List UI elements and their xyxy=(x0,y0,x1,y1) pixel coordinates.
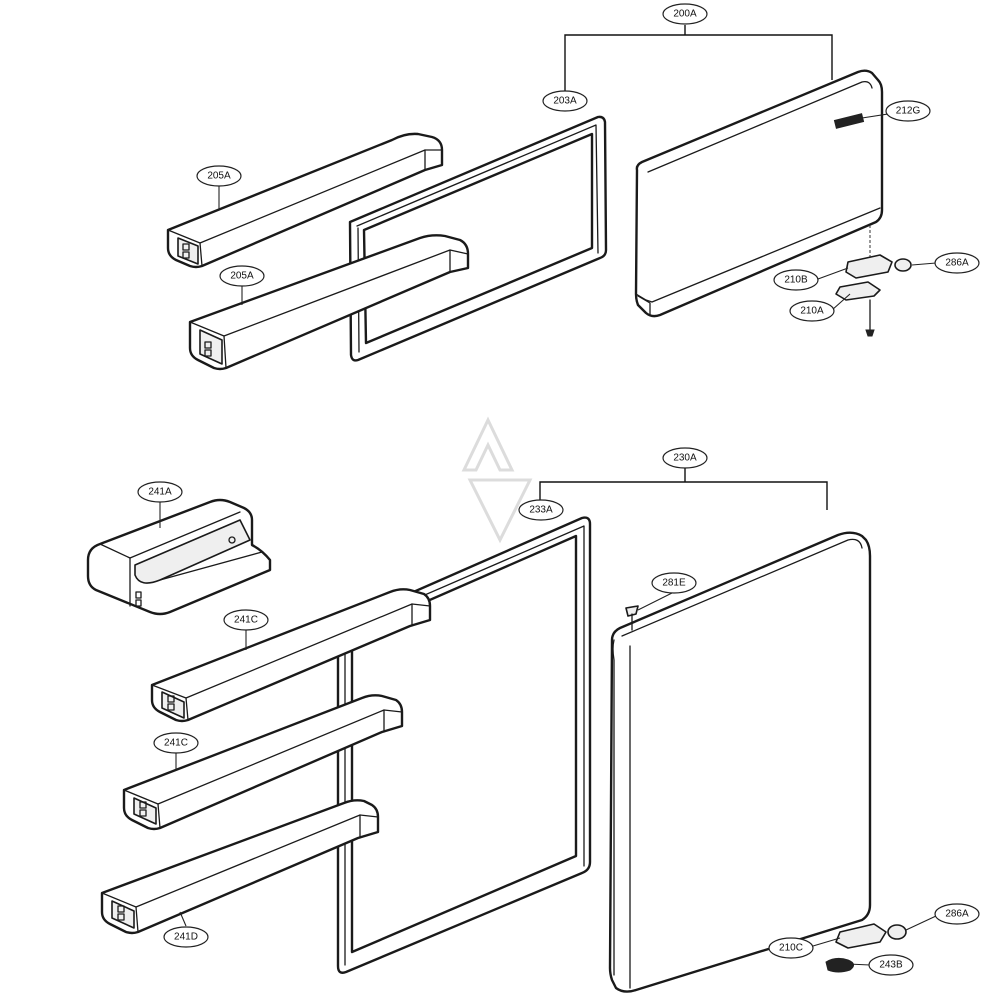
label-205a-upper: 205A xyxy=(207,171,231,182)
label-200a: 200A xyxy=(673,9,697,20)
watermark-logo xyxy=(461,416,533,544)
freezer-door-bin-lower xyxy=(188,234,470,371)
callout-241c-upper: 241C xyxy=(223,609,269,631)
screw-281e xyxy=(625,605,639,631)
label-203a: 203A xyxy=(553,96,577,107)
label-241d: 241D xyxy=(174,932,198,943)
callout-281e: 281E xyxy=(651,572,697,594)
refrigerator-door-bin-middle xyxy=(122,694,404,831)
callout-241d: 241D xyxy=(163,926,209,948)
label-241a: 241A xyxy=(148,487,172,498)
label-233a: 233A xyxy=(529,505,553,516)
callout-210c: 210C xyxy=(768,937,814,959)
label-230a: 230A xyxy=(673,453,697,464)
callout-233a: 233A xyxy=(518,499,564,521)
label-281e: 281E xyxy=(662,578,686,589)
freezer-gasket xyxy=(348,115,608,362)
label-210a: 210A xyxy=(800,306,824,317)
cap-286a-top xyxy=(894,258,912,272)
label-286a-bottom: 286A xyxy=(945,909,969,920)
label-210b: 210B xyxy=(784,275,808,286)
callout-210a: 210A xyxy=(789,300,835,322)
hinge-plate-210a xyxy=(835,281,881,301)
refrigerator-door-bin-lower xyxy=(100,799,380,935)
freezer-door xyxy=(634,69,884,318)
dairy-compartment xyxy=(86,498,272,616)
freezer-door-bin-upper xyxy=(166,132,444,269)
label-212g: 212G xyxy=(896,106,921,117)
leader-lines xyxy=(159,110,937,966)
callout-200a-top: 200A xyxy=(662,3,708,25)
label-241c-lower: 241C xyxy=(164,738,188,749)
callout-205a-lower: 205A xyxy=(219,265,265,287)
callout-241a: 241A xyxy=(137,481,183,503)
refrigerator-door-bin-upper xyxy=(150,588,432,723)
refrigerator-door xyxy=(608,531,872,993)
refrigerator-gasket xyxy=(336,516,592,974)
callout-205a-upper: 205A xyxy=(196,165,242,187)
hinge-cover-210c xyxy=(835,923,887,949)
callout-243b: 243B xyxy=(868,954,914,976)
label-210c: 210C xyxy=(779,943,803,954)
washer-243b xyxy=(825,957,854,973)
door-assembly-bracket-bottom xyxy=(539,468,828,510)
door-assembly-bracket-top xyxy=(564,25,833,95)
callout-212g: 212G xyxy=(885,100,931,122)
callout-286a-top: 286A xyxy=(934,252,980,274)
top-hinge-parts xyxy=(835,225,912,337)
callout-241c-lower: 241C xyxy=(153,732,199,754)
callout-230a: 230A xyxy=(662,447,708,469)
callout-286a-bottom: 286A xyxy=(934,903,980,925)
hinge-cover-210b xyxy=(845,254,893,279)
label-286a-top: 286A xyxy=(945,258,969,269)
callout-203a: 203A xyxy=(542,90,588,112)
label-205a-lower: 205A xyxy=(230,271,254,282)
bottom-hinge-parts xyxy=(825,923,907,973)
cap-286a-bottom xyxy=(887,924,907,940)
callout-210b: 210B xyxy=(773,269,819,291)
label-243b: 243B xyxy=(879,960,903,971)
label-241c-upper: 241C xyxy=(234,615,258,626)
